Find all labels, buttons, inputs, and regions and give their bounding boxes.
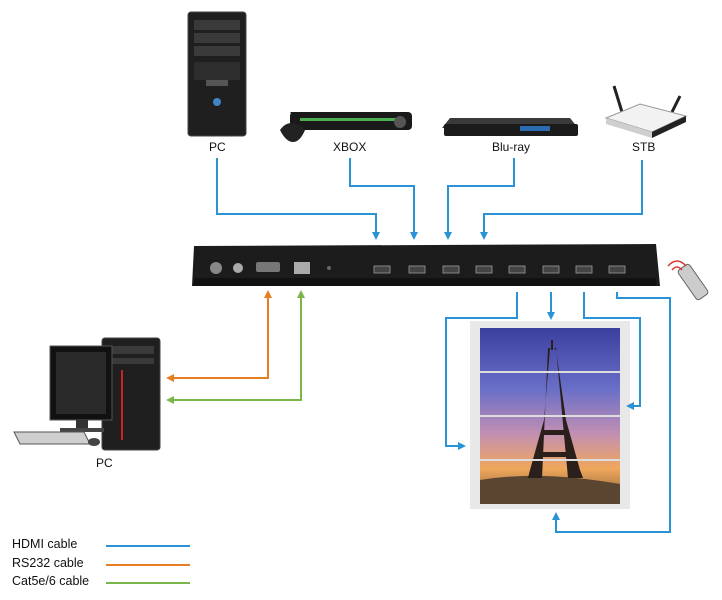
pc-top-label: PC	[209, 140, 226, 154]
legend-hdmi-label: HDMI cable	[12, 537, 77, 551]
remote-control-icon	[668, 261, 709, 301]
hdmi-input-cables	[217, 158, 642, 238]
cat5-cable	[168, 296, 301, 400]
matrix-switcher	[192, 244, 660, 286]
legend-cat5-line	[106, 582, 190, 584]
video-wall-icon	[470, 321, 630, 509]
router-icon	[606, 86, 686, 138]
bluray-label: Blu-ray	[492, 140, 530, 154]
legend-hdmi-line	[106, 545, 190, 547]
stb-label: STB	[632, 140, 655, 154]
pc-bottom-label: PC	[96, 456, 113, 470]
tower-pc-icon	[188, 12, 246, 136]
legend-cat5-label: Cat5e/6 cable	[12, 574, 89, 588]
xbox-console-icon	[280, 112, 412, 142]
xbox-label: XBOX	[333, 140, 366, 154]
legend-rs232-line	[106, 564, 190, 566]
legend-rs232-label: RS232 cable	[12, 556, 84, 570]
rs232-cable	[168, 296, 268, 378]
bluray-player-icon	[442, 118, 578, 136]
desktop-pc-icon	[14, 338, 160, 450]
